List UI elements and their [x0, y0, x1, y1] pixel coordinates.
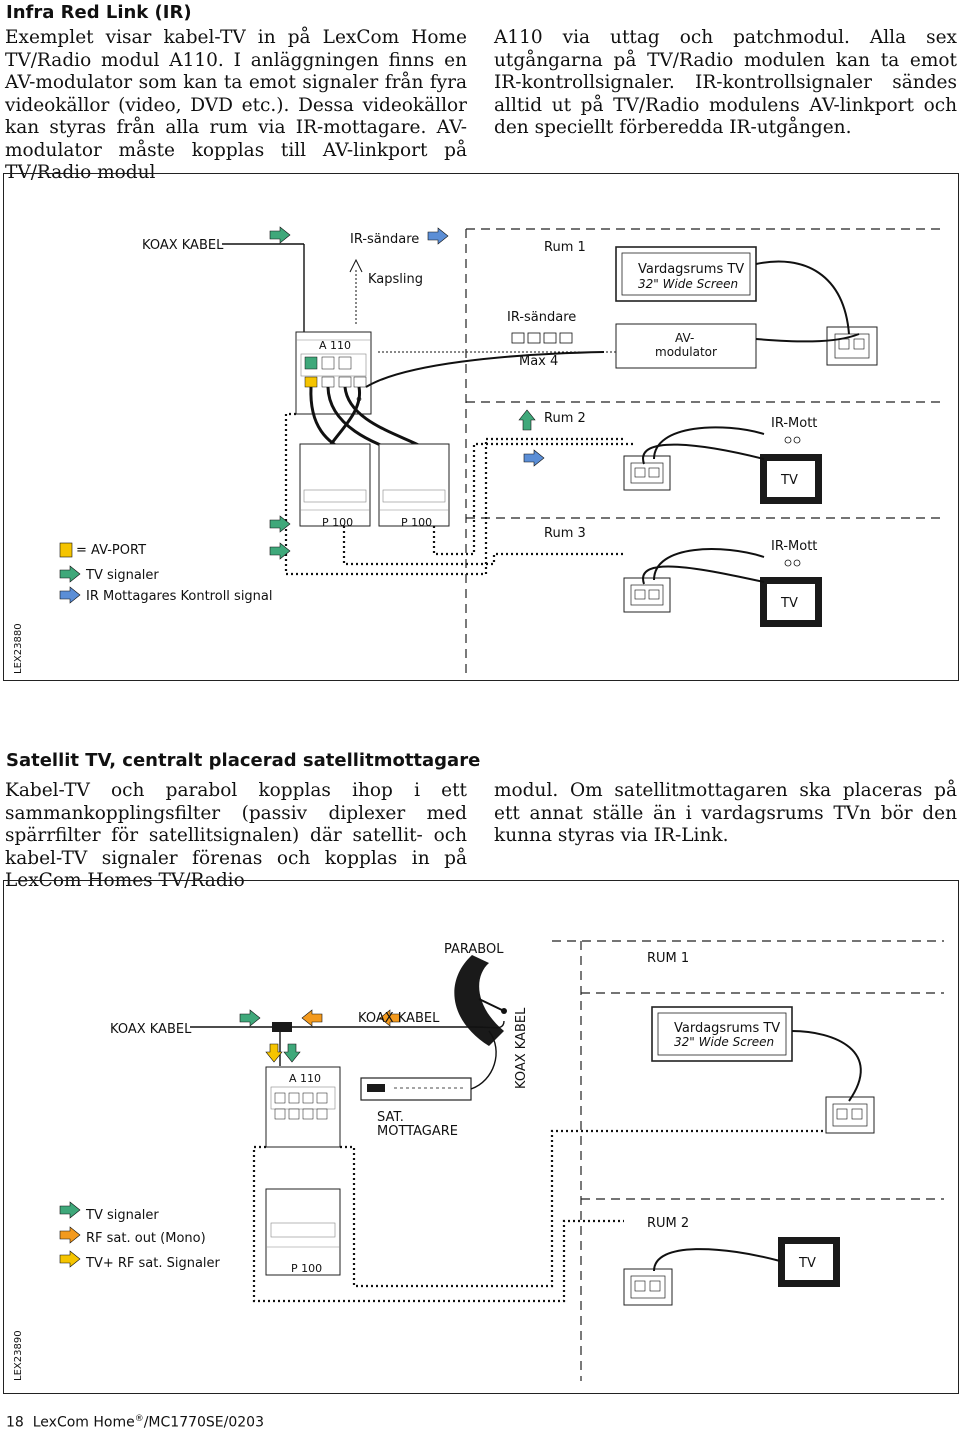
svg-text:TV: TV	[780, 473, 798, 488]
diagram-ir-link-svg: Rum 1 Rum 2 Rum 3 KOAX KABEL IR-sändare …	[13, 226, 944, 674]
parabol-label: PARABOL	[444, 942, 504, 957]
svg-text:32" Wide Screen: 32" Wide Screen	[638, 277, 738, 291]
footer-brand: LexCom Home	[32, 1414, 135, 1431]
wall-socket-room2	[623, 455, 671, 491]
satellite-dish	[454, 955, 507, 1046]
svg-text:= AV-PORT: = AV-PORT	[76, 543, 146, 558]
svg-text:Vardagsrums TV: Vardagsrums TV	[638, 262, 744, 277]
max4-label: Max 4	[519, 354, 558, 369]
av-modulator: AV- modulator	[615, 323, 757, 369]
satellite-receiver: SAT. MOTTAGARE	[360, 1077, 472, 1139]
svg-text:Vardagsrums TV: Vardagsrums TV	[674, 1021, 780, 1036]
diagram-ir-link: Rum 1 Rum 2 Rum 3 KOAX KABEL IR-sändare …	[3, 173, 959, 681]
page-footer: 18 LexCom Home®/MC1770SE/0203	[6, 1414, 264, 1431]
tv-room3: TV	[760, 577, 822, 627]
svg-text:P 100: P 100	[291, 1262, 322, 1275]
wall-socket-room3	[623, 577, 671, 613]
patch-panel-2: P 100	[378, 443, 450, 529]
intro-column-2: A110 via uttag och patchmodul. Alla sex …	[494, 27, 957, 138]
ir-sender-top-label: IR-sändare	[350, 232, 419, 247]
section-heading-ir: Infra Red Link (IR)	[6, 2, 192, 23]
svg-text:32" Wide Screen: 32" Wide Screen	[674, 1035, 774, 1049]
patch-panel-fig2: P 100	[265, 1188, 341, 1276]
koax-label: KOAX KABEL	[142, 238, 224, 253]
svg-text:SAT.: SAT.	[377, 1110, 404, 1125]
svg-text:TV signaler: TV signaler	[85, 568, 159, 583]
tv-signal-arrow-icon	[269, 226, 291, 244]
satellite-column-2: modul. Om satellitmottagaren ska placera…	[494, 780, 957, 846]
svg-text:TV signaler: TV signaler	[85, 1208, 159, 1223]
svg-text:AV-: AV-	[675, 331, 694, 345]
room1-label: Rum 1	[544, 240, 586, 255]
diplexer-filter	[272, 1022, 292, 1032]
svg-text:P 100: P 100	[322, 516, 353, 529]
svg-text:P 100: P 100	[401, 516, 432, 529]
svg-text:TV: TV	[798, 1256, 816, 1271]
svg-text:MOTTAGARE: MOTTAGARE	[377, 1124, 458, 1139]
svg-text:A 110: A 110	[319, 339, 351, 352]
kapsling-label: Kapsling	[368, 272, 423, 287]
section-heading-satellite: Satellit TV, centralt placerad satellitm…	[6, 750, 481, 771]
ir-sender-mid-label: IR-sändare	[507, 310, 576, 325]
svg-text:TV: TV	[780, 596, 798, 611]
koax-mid-label: KOAX KABEL	[358, 1011, 440, 1026]
ir-mott1-label: IR-Mott	[771, 416, 817, 431]
living-room-tv-fig2: Vardagsrums TV 32" Wide Screen	[651, 1006, 793, 1062]
legend-fig2: TV signaler RF sat. out (Mono) TV+ RF sa…	[59, 1201, 221, 1271]
svg-text:A 110: A 110	[289, 1072, 321, 1085]
wall-socket-room1	[826, 326, 878, 366]
room2-label-fig2: RUM 2	[647, 1216, 689, 1231]
wall-socket-room1-fig2	[825, 1096, 875, 1134]
diagram-satellite-svg: PARABOL RUM 1 RUM 2 KOAX KABEL KOAX KABE…	[13, 940, 944, 1381]
ir-emitters-group	[511, 332, 573, 344]
a110-module-fig2: A 110	[265, 1066, 341, 1148]
ir-signal-arrow-icon	[427, 227, 449, 245]
room1-label-fig2: RUM 1	[647, 951, 689, 966]
figure2-code: LEX23890	[13, 1330, 24, 1381]
wall-socket-room2-fig2	[623, 1268, 673, 1306]
svg-text:RF sat. out (Mono): RF sat. out (Mono)	[86, 1231, 206, 1246]
svg-text:modulator: modulator	[655, 345, 717, 359]
tv-room2-fig2: TV	[778, 1237, 840, 1287]
koax-left-label: KOAX KABEL	[110, 1022, 192, 1037]
legend-fig1: = AV-PORT TV signaler IR Mottagares Kont…	[59, 542, 273, 604]
svg-text:TV+ RF sat. Signaler: TV+ RF sat. Signaler	[85, 1256, 221, 1271]
footer-doc-code: /MC1770SE/0203	[143, 1414, 264, 1431]
page-number: 18	[6, 1414, 24, 1431]
room3-label: Rum 3	[544, 526, 586, 541]
figure1-code: LEX23880	[13, 623, 24, 674]
registered-mark: ®	[134, 1414, 144, 1424]
ir-emitter-icon	[349, 258, 363, 273]
intro-column-1: Exemplet visar kabel-TV in på LexCom Hom…	[5, 27, 467, 183]
diagram-satellite: PARABOL RUM 1 RUM 2 KOAX KABEL KOAX KABE…	[3, 880, 959, 1394]
room2-label: Rum 2	[544, 411, 586, 426]
koax-vertical-label: KOAX KABEL	[514, 1007, 529, 1089]
tv-room2: TV	[760, 454, 822, 504]
satellite-column-1: Kabel-TV och parabol kopplas ihop i ett …	[5, 780, 467, 891]
ir-mott2-label: IR-Mott	[771, 539, 817, 554]
living-room-tv: Vardagsrums TV 32" Wide Screen	[615, 246, 757, 302]
patch-panel-1: P 100	[299, 443, 371, 529]
svg-text:IR Mottagares Kontroll signal: IR Mottagares Kontroll signal	[86, 589, 273, 604]
